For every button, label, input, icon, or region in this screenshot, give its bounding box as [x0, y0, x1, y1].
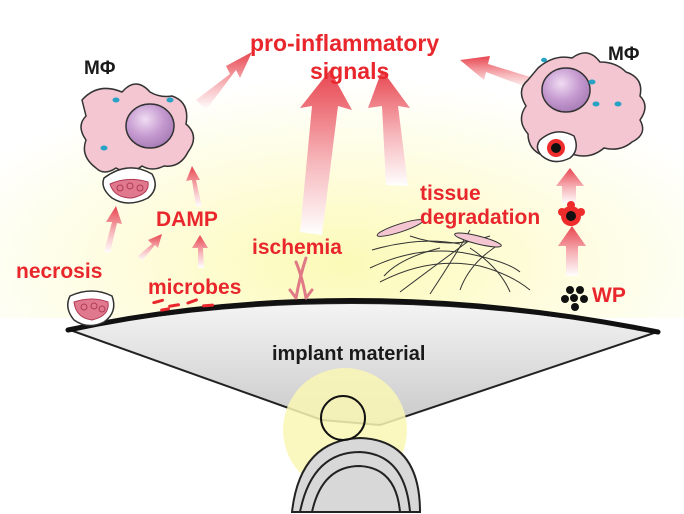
arrow-microbes-to-damp — [192, 235, 208, 268]
inflammation-glow — [0, 20, 684, 318]
blood-vessel — [288, 256, 314, 300]
arrow-necrosis-to-damp — [138, 234, 162, 261]
right-macrophage-nucleus — [541, 67, 591, 113]
necrosis-label: necrosis — [16, 260, 103, 283]
arrow-cluster-up — [556, 168, 584, 204]
implant-body — [290, 436, 422, 513]
arrow-ischemia-to-signals — [300, 70, 352, 235]
implant-material-label: implant material — [272, 343, 426, 365]
arrows — [104, 52, 586, 276]
arrow-left-macrophage-to-signals — [196, 52, 252, 110]
fibroblasts — [376, 219, 502, 248]
ischemia-label: ischemia — [252, 236, 342, 259]
damp-label: DAMP — [156, 208, 218, 231]
wp-label: WP — [592, 284, 626, 307]
macrophage-left-label: MΦ — [84, 58, 116, 79]
left-macrophage-nucleus — [125, 103, 175, 149]
necrotic-cell — [67, 290, 115, 327]
microbes-label: microbes — [148, 276, 242, 299]
implant-surface — [65, 298, 661, 335]
macrophage-right-label: MΦ — [608, 44, 640, 65]
tissue-label: tissue — [420, 182, 481, 205]
microbes — [152, 298, 215, 312]
wp-protein-cluster — [558, 201, 585, 226]
right-macrophage — [520, 52, 646, 163]
signals-label: signals — [310, 58, 390, 84]
wear-particles — [561, 286, 588, 311]
arrow-tissue-to-signals — [368, 70, 410, 186]
arrow-damp-to-cell — [186, 166, 202, 207]
magnifier-circle — [320, 395, 366, 441]
arrow-right-macrophage-to-signals — [460, 56, 540, 90]
arrow-wp-up — [558, 226, 586, 276]
arrow-necrosis-up — [104, 206, 122, 253]
degradation-label: degradation — [420, 206, 541, 229]
left-macrophage — [80, 83, 195, 204]
pro-inflammatory-label: pro-inflammatory — [250, 30, 440, 56]
implant-zoom — [66, 302, 661, 513]
